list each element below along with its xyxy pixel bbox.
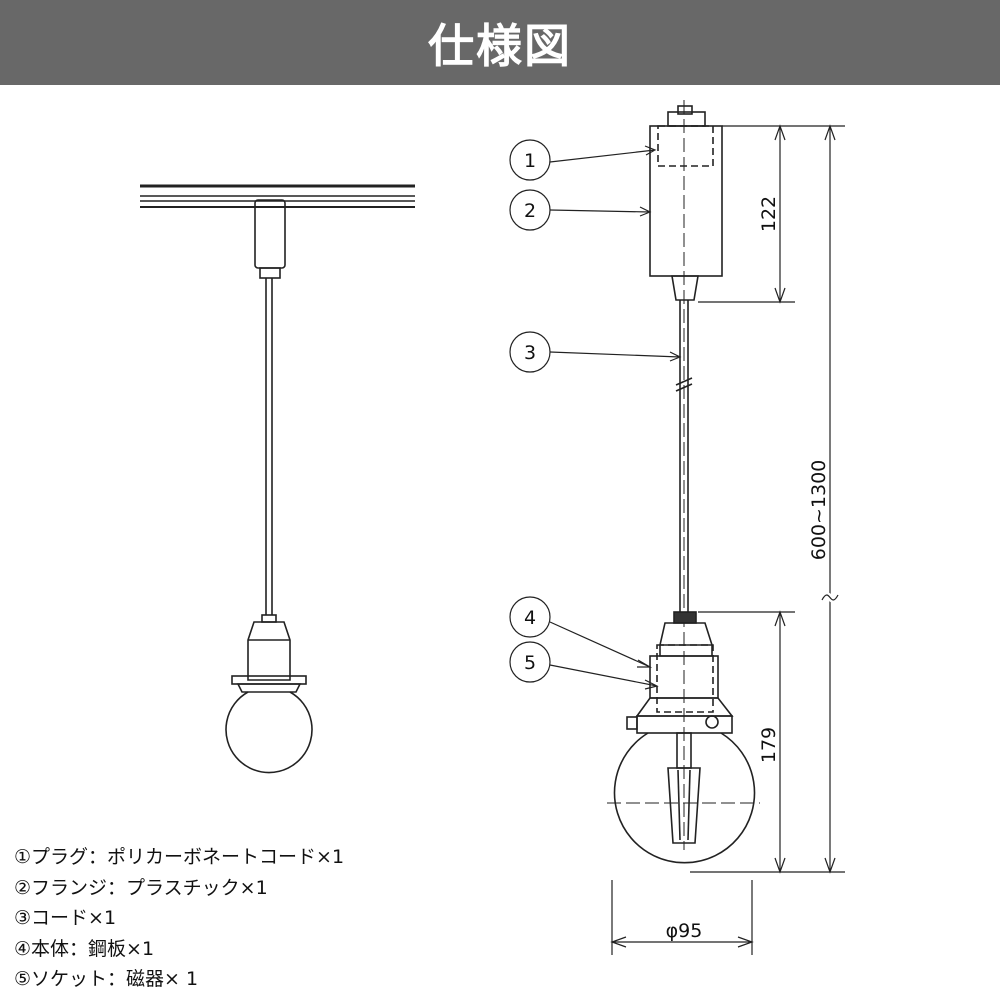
callouts	[509, 139, 682, 690]
part-item: ③コード×1	[14, 907, 117, 929]
part-item: ⑤ソケット：磁器× 1	[14, 968, 199, 990]
dim-600-1300: 600~1300	[808, 460, 830, 561]
callout-5: 5	[524, 652, 536, 674]
dimension-lines	[610, 124, 845, 955]
dimensioned-view	[607, 100, 760, 864]
installed-view	[140, 184, 415, 774]
page-title: 仕様図	[428, 18, 572, 73]
part-item: ④本体：鋼板×1	[14, 937, 155, 960]
callout-1: 1	[524, 150, 536, 172]
dim-179: 179	[758, 727, 780, 763]
callout-2: 2	[524, 200, 536, 222]
callout-3: 3	[524, 342, 536, 364]
dim-phi95: φ95	[666, 920, 703, 942]
header-bar: 仕様図	[0, 0, 1000, 85]
part-item: ①プラグ：ポリカーボネートコード×1	[14, 846, 345, 868]
part-item: ②フランジ：プラスチック×1	[14, 876, 268, 899]
parts-list: ①プラグ：ポリカーボネートコード×1 ②フランジ：プラスチック×1 ③コード×1…	[14, 842, 344, 995]
callout-4: 4	[524, 607, 536, 629]
dim-122: 122	[758, 196, 780, 232]
